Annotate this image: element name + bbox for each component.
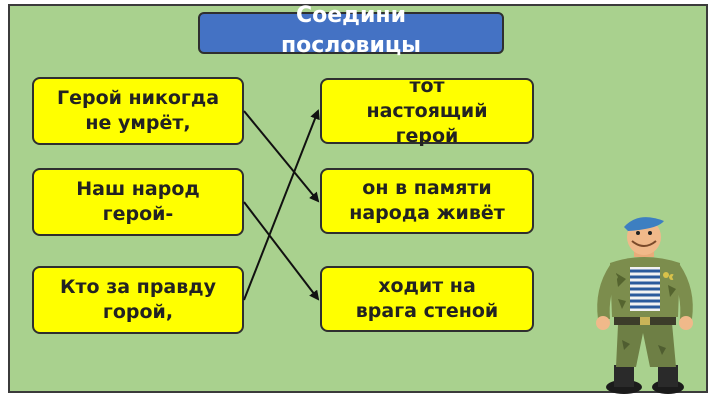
proverb-end-3-label: ходит на врага стеной xyxy=(355,275,499,322)
proverb-end-1-label: тот настоящий герой xyxy=(366,74,488,147)
soldier-illustration xyxy=(596,217,693,394)
proverb-start-1-label: Герой никогда не умрёт, xyxy=(56,87,220,134)
proverb-start-2-label: Наш народ герой- xyxy=(76,178,200,225)
proverb-start-3-label: Кто за правду горой, xyxy=(60,276,216,323)
proverb-end-3[interactable]: ходит на врага стеной xyxy=(320,266,534,332)
proverb-start-3[interactable]: Кто за правду горой, xyxy=(32,266,244,334)
proverb-start-2[interactable]: Наш народ герой- xyxy=(32,168,244,236)
proverb-end-1[interactable]: тот настоящий герой xyxy=(320,75,534,147)
proverb-end-2-label: он в памяти народа живёт xyxy=(349,177,505,224)
proverb-end-2[interactable]: он в памяти народа живёт xyxy=(320,168,534,234)
title: Соедини пословицы xyxy=(280,3,422,58)
proverb-start-1[interactable]: Герой никогда не умрёт, xyxy=(32,77,244,145)
title-bar xyxy=(198,12,504,54)
